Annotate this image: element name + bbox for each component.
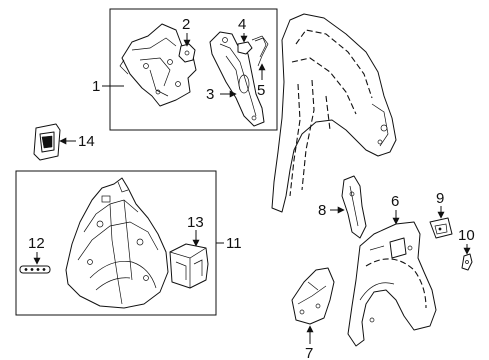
- part-1-bracket: [119, 23, 197, 107]
- part-6-wheelhouse-outer: [347, 221, 437, 347]
- part-13-bracket: [169, 243, 209, 289]
- part-10-plug: [461, 253, 473, 271]
- leader-lines: [33, 33, 471, 344]
- callout-4: 4: [238, 16, 246, 33]
- callout-9: 9: [436, 190, 444, 207]
- callout-7: 7: [305, 345, 313, 360]
- callout-14: 14: [78, 133, 95, 150]
- part-11-wheelhouse-inner: [65, 177, 169, 309]
- quarter-panel-outline: [271, 13, 397, 213]
- group-box-1: [109, 8, 278, 131]
- callout-6: 6: [391, 193, 399, 210]
- callout-13: 13: [187, 214, 204, 231]
- callout-11: 11: [226, 235, 242, 252]
- part-14-grommet: [33, 123, 61, 161]
- callout-2: 2: [182, 16, 190, 33]
- part-12-plug-strip: [19, 265, 51, 274]
- part-3-pillar-reinforcement: [209, 31, 265, 127]
- callout-10: 10: [458, 227, 475, 244]
- part-8-gusset: [341, 175, 367, 239]
- callout-5: 5: [257, 82, 265, 99]
- part-4-bracket: [237, 41, 253, 55]
- callout-8: 8: [318, 202, 326, 219]
- part-5-hose: [251, 35, 269, 67]
- callout-12: 12: [28, 235, 45, 252]
- callout-3: 3: [206, 86, 214, 103]
- part-7-reinforcement: [291, 267, 335, 325]
- callout-1: 1: [92, 78, 100, 95]
- part-9-pocket: [429, 217, 453, 239]
